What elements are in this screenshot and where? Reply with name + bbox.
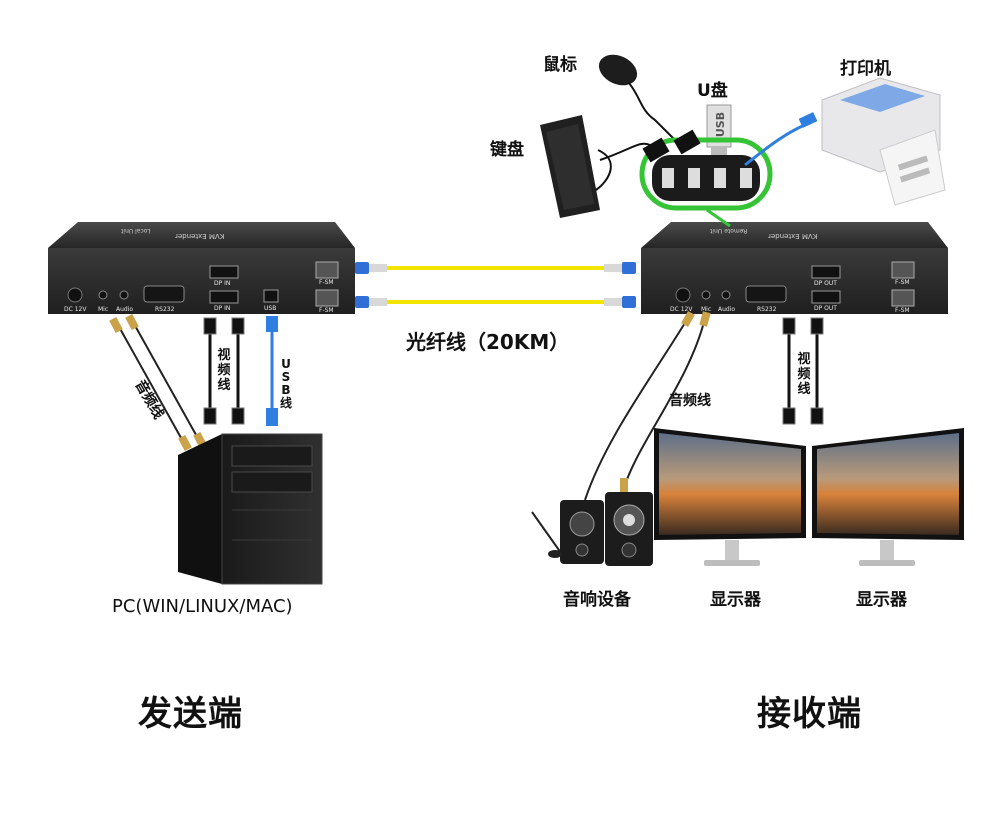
rx-brand: KVM Extender: [768, 232, 818, 240]
label-usb-disk: U盘: [697, 81, 728, 101]
rx-unit: [641, 222, 948, 314]
mouse-device: [598, 54, 676, 141]
printer-device: [821, 77, 946, 206]
monitor-2: [812, 428, 964, 566]
tx-port-dc: DC 12V: [64, 306, 87, 313]
rx-port-fsm-2: F-SM: [895, 307, 910, 314]
left-cables: [109, 313, 278, 452]
label-speakers: 音响设备: [563, 590, 631, 610]
label-audio-cable-right: 音频线: [669, 393, 711, 409]
pc-tower: [178, 433, 323, 585]
tx-unit-top: [48, 222, 355, 248]
rx-port-audio: Audio: [718, 306, 736, 313]
label-video-cable-left: 视频线: [217, 348, 231, 393]
tx-unit: [48, 222, 355, 314]
label-pc: PC(WIN/LINUX/MAC): [112, 596, 293, 617]
rx-port-fsm-1: F-SM: [895, 279, 910, 286]
rx-port-dc: DC 12V: [670, 306, 693, 313]
tx-port-fsm-2: F-SM: [319, 307, 334, 314]
label-fiber: 光纤线（20KM）: [406, 330, 570, 354]
fiber-cables: [355, 262, 636, 308]
usb-stick-label: USB: [714, 111, 728, 138]
tx-port-rs232: RS232: [155, 306, 175, 313]
tx-brand: KVM Extender: [175, 232, 225, 240]
speakers-device: [531, 492, 653, 566]
label-mouse: 鼠标: [543, 55, 577, 75]
label-usb-cable: USB线: [279, 357, 292, 410]
tx-port-dpin-2: DP IN: [214, 305, 231, 312]
keyboard-device: [540, 115, 651, 218]
tx-subtitle: Local Unit: [121, 227, 151, 234]
tx-port-usb: USB: [264, 305, 277, 312]
tx-port-mic: Mic: [98, 306, 109, 313]
rx-port-dpout-2: DP OUT: [814, 305, 837, 312]
label-video-cable-right: 视频线: [797, 352, 811, 397]
tx-unit-front: [48, 248, 355, 314]
tx-port-dpin-1: DP IN: [214, 280, 231, 287]
monitor-1: [654, 428, 806, 566]
right-cables: [584, 310, 824, 501]
rx-subtitle: Remote Unit: [710, 227, 748, 234]
tx-port-audio: Audio: [116, 306, 134, 313]
tx-port-fsm-1: F-SM: [319, 279, 334, 286]
rx-port-mic: Mic: [701, 306, 712, 313]
label-monitor-2: 显示器: [856, 590, 907, 610]
label-monitor-1: 显示器: [710, 590, 761, 610]
rx-port-dpout-1: DP OUT: [814, 280, 837, 287]
label-keyboard: 键盘: [490, 140, 524, 160]
rx-port-rs232: RS232: [757, 306, 777, 313]
rx-unit-top: [641, 222, 948, 248]
label-printer: 打印机: [840, 59, 891, 79]
label-sender: 发送端: [138, 694, 243, 734]
printer-cable: [744, 112, 818, 167]
label-receiver: 接收端: [757, 694, 862, 734]
usb-hub: [639, 129, 773, 228]
